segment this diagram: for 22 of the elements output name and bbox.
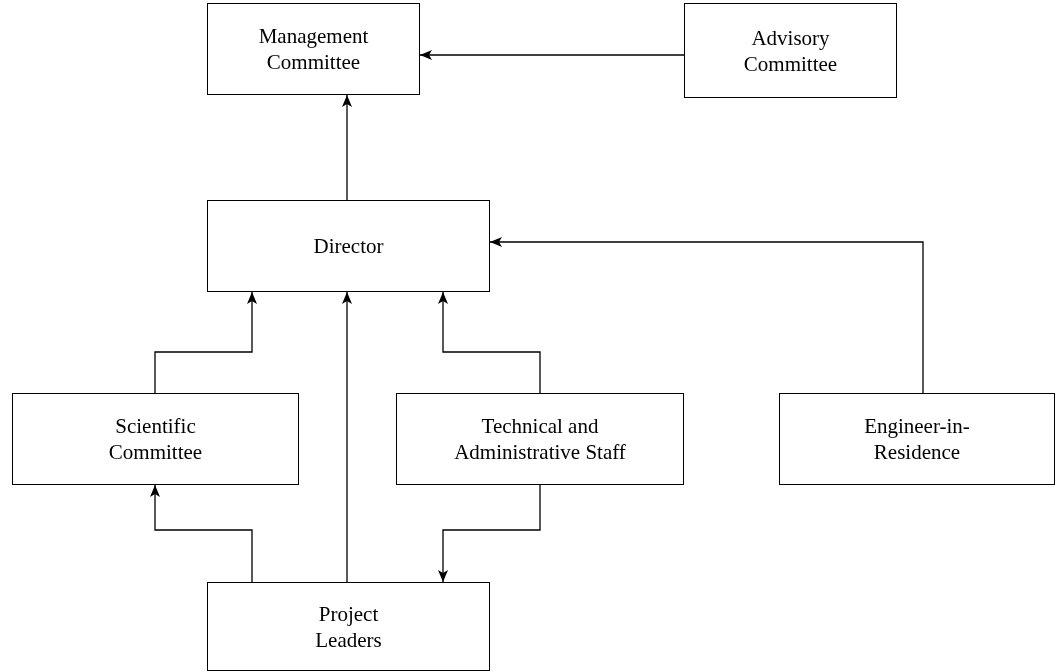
box-label: Management Committee (257, 23, 370, 75)
box-label: Director (313, 233, 384, 259)
org-box (12, 393, 299, 485)
arrow (154, 291, 257, 394)
org-box (779, 393, 1055, 485)
box-label: Project Leaders (314, 600, 383, 653)
box-label: Engineer-in-Residence (863, 413, 971, 465)
org-box (207, 582, 490, 671)
arrow (419, 50, 685, 60)
org-box (396, 393, 684, 485)
box-label: Scientific Committee (107, 413, 204, 465)
box-label: Technical and Administrative Staff (453, 413, 627, 465)
arrow (342, 94, 352, 201)
arrow (150, 484, 253, 583)
arrow (489, 237, 924, 394)
org-box (207, 3, 420, 95)
org-box (207, 200, 490, 292)
org-box (684, 3, 897, 98)
arrow (438, 484, 541, 583)
arrow (438, 291, 541, 394)
box-label: Advisory Committee (742, 24, 839, 77)
arrow (342, 291, 352, 583)
